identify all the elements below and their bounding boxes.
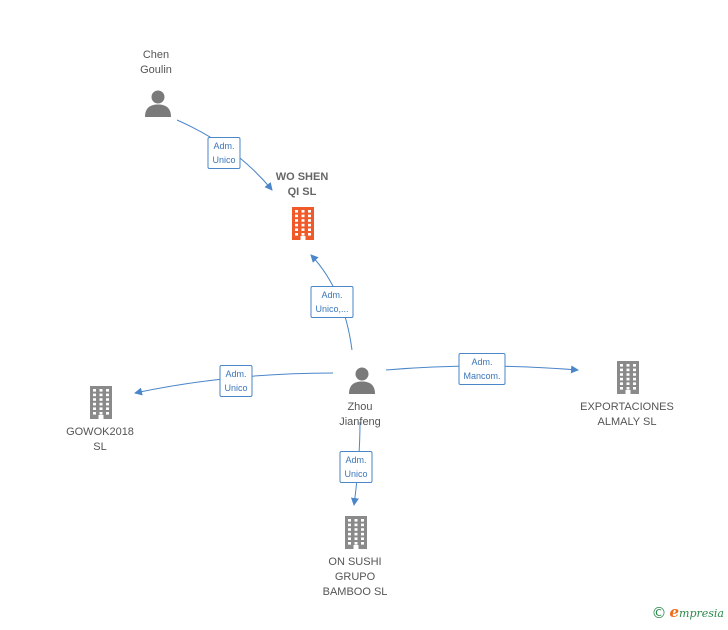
node-label-line: GOWOK2018	[66, 426, 134, 438]
node-label-line: BAMBOO SL	[322, 586, 388, 598]
edge-label-line: Unico,...	[315, 304, 349, 314]
node-label-woshen[interactable]: WO SHEN QI SL	[276, 170, 329, 200]
edge-label-line: Adm.	[213, 141, 235, 151]
edge-label-zhou-export[interactable]: Adm. Mancom.	[458, 353, 506, 385]
edge-label-zhou-onsushi[interactable]: Adm. Unico	[339, 451, 373, 483]
node-label-line: QI SL	[287, 186, 317, 198]
brand-initial: e	[669, 603, 680, 621]
edge-label-line: Adm.	[345, 455, 367, 465]
node-label-line: Goulin	[140, 64, 172, 76]
person-icon[interactable]	[143, 88, 173, 123]
copyright-symbol: ©	[651, 604, 667, 622]
building-icon[interactable]	[341, 515, 371, 554]
edge-label-chen-woshen[interactable]: Adm. Unico	[207, 137, 241, 169]
node-label-onsushi[interactable]: ON SUSHI GRUPO BAMBOO SL	[323, 555, 388, 600]
node-label-line: WO SHEN	[275, 171, 329, 183]
node-label-line: SL	[93, 441, 107, 453]
edge-label-line: Mancom.	[463, 371, 501, 381]
node-label-line: ON SUSHI	[328, 556, 382, 568]
node-label-export[interactable]: EXPORTACIONES ALMALY SL	[580, 400, 674, 430]
building-icon[interactable]	[86, 385, 116, 424]
node-label-line: Zhou	[347, 401, 373, 413]
edge-label-zhou-gowok[interactable]: Adm. Unico	[219, 365, 253, 397]
edge-label-line: Adm.	[225, 369, 247, 379]
building-icon[interactable]	[613, 360, 643, 399]
building-icon[interactable]	[288, 206, 318, 245]
edge-label-line: Unico	[224, 383, 248, 393]
edge-label-line: Adm.	[321, 290, 343, 300]
edge-label-line: Unico	[212, 155, 236, 165]
copyright-brand: ©empresia	[651, 603, 724, 622]
node-label-line: ALMALY SL	[597, 416, 657, 428]
edge-label-line: Adm.	[471, 357, 493, 367]
node-label-line: GRUPO	[334, 571, 376, 583]
edge-label-zhou-woshen[interactable]: Adm. Unico,...	[310, 286, 354, 318]
person-icon[interactable]	[347, 365, 377, 400]
node-label-line: EXPORTACIONES	[580, 401, 674, 413]
edge-label-line: Unico	[344, 469, 368, 479]
brand-name: mpresia	[679, 607, 724, 620]
node-label-line: Chen	[142, 49, 170, 61]
node-label-line: Jianfeng	[339, 416, 381, 428]
